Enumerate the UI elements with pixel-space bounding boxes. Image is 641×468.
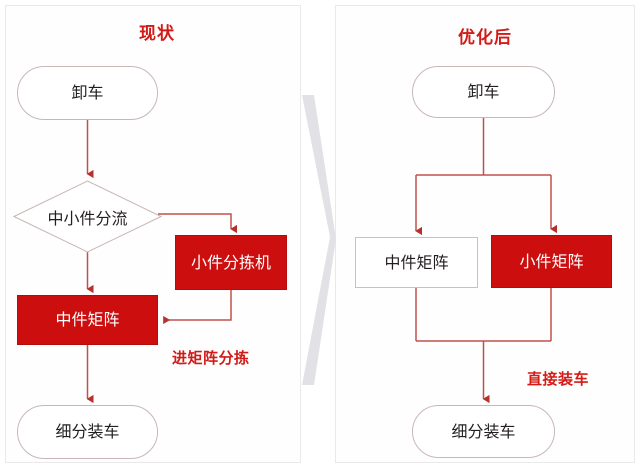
left-panel-annotation: 进矩阵分拣 [172,349,250,367]
node-left-unload-label: 卸车 [71,83,104,102]
right-panel-annotation: 直接装车 [527,370,590,388]
node-right-small-matrix[interactable]: 小件矩阵 [491,235,612,288]
node-right-medium-matrix-label: 中件矩阵 [384,252,449,272]
node-left-unload[interactable]: 卸车 [17,66,158,120]
node-left-medium-matrix[interactable]: 中件矩阵 [17,295,158,345]
node-left-load[interactable]: 细分装车 [17,405,158,459]
node-right-load-label: 细分装车 [451,421,516,441]
node-right-medium-matrix[interactable]: 中件矩阵 [355,237,478,288]
chevron-divider-icon [302,95,336,385]
node-left-medium-matrix-label: 中件矩阵 [55,310,120,329]
node-right-small-matrix-label: 小件矩阵 [519,251,584,271]
node-left-decision[interactable]: 中小件分流 [13,180,162,253]
left-panel-title: 现状 [139,24,175,44]
node-right-unload[interactable]: 卸车 [412,66,555,118]
node-left-small-sorter[interactable]: 小件分拣机 [175,235,287,290]
node-left-load-label: 细分装车 [55,422,120,441]
node-right-unload-label: 卸车 [467,82,500,101]
node-left-small-sorter-label: 小件分拣机 [190,252,271,272]
node-right-load[interactable]: 细分装车 [412,405,555,458]
node-left-decision-label: 中小件分流 [47,208,128,228]
right-panel-title: 优化后 [458,28,512,48]
